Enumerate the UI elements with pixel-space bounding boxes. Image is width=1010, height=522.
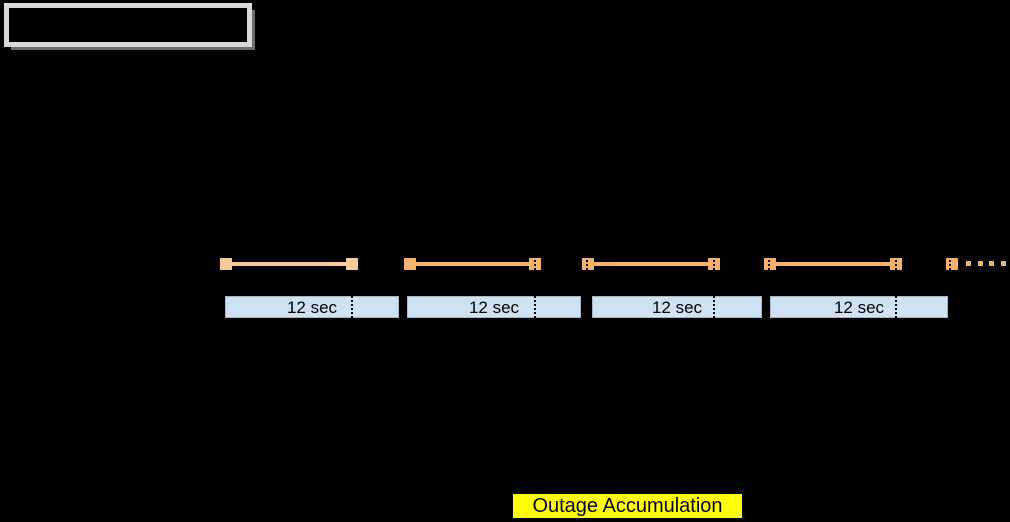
segment-endpoint-square (764, 258, 776, 270)
interval-bar: 12 sec (407, 296, 581, 318)
segment-dashed-overlay (786, 259, 834, 262)
time-boundary-dotted-line (895, 252, 897, 318)
outage-segment-line (764, 262, 902, 266)
segment-endpoint-square (346, 258, 358, 270)
outage-segment-line (220, 262, 358, 266)
interval-bar-label: 12 sec (286, 297, 338, 317)
outage-segment-line (582, 262, 720, 266)
legend-box (4, 3, 252, 47)
outage-segment-line (404, 262, 541, 266)
segment-endpoint-square (220, 258, 232, 270)
segment-endpoint-square (404, 258, 416, 270)
time-boundary-dotted-line (713, 252, 715, 318)
continuation-ellipsis-dot (1001, 261, 1006, 266)
continuation-ellipsis-dot (978, 261, 983, 266)
time-boundary-dotted-line (768, 252, 770, 318)
outage-accumulation-label: Outage Accumulation (513, 494, 742, 518)
continuation-ellipsis-dot (966, 261, 971, 266)
time-boundary-dotted-line (351, 252, 353, 318)
time-boundary-dotted-line (586, 252, 588, 318)
time-boundary-dotted-line (949, 252, 951, 318)
interval-bar: 12 sec (592, 296, 762, 318)
interval-bar: 12 sec (770, 296, 948, 318)
interval-bar-label: 12 sec (468, 297, 520, 317)
interval-bar-label: 12 sec (651, 297, 703, 317)
interval-bar: 12 sec (225, 296, 399, 318)
continuation-ellipsis-dot (989, 261, 994, 266)
interval-bar-label: 12 sec (833, 297, 885, 317)
continuation-square (946, 258, 958, 270)
segment-endpoint-square (582, 258, 594, 270)
time-boundary-dotted-line (534, 252, 536, 318)
